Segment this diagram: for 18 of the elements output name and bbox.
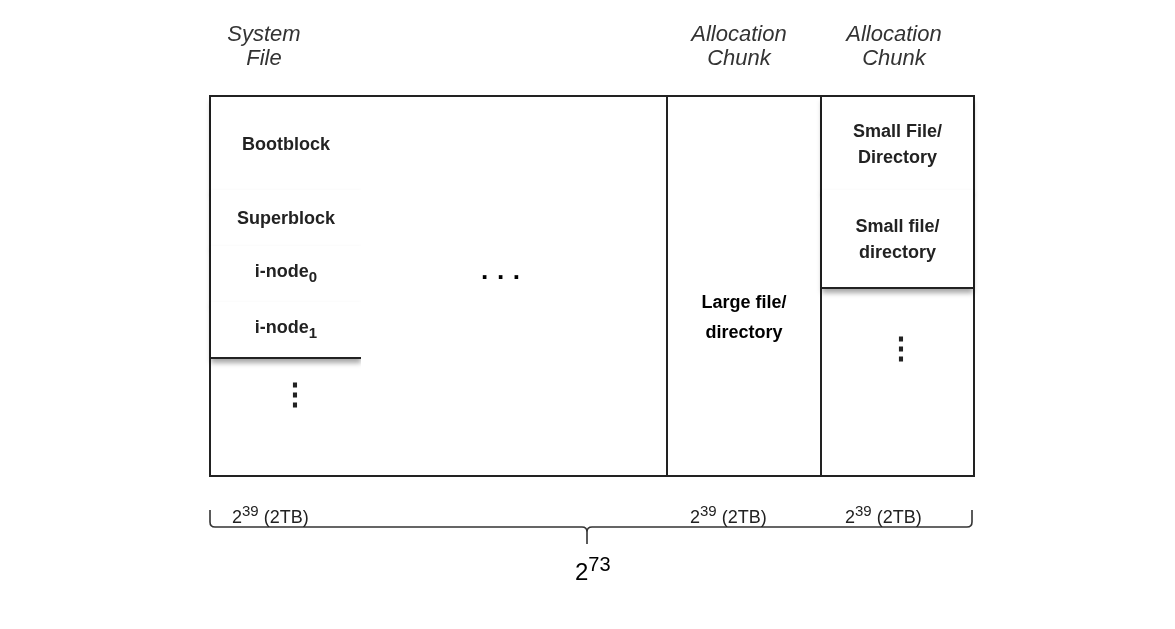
memory-block: Superblock	[211, 190, 361, 248]
memory-block: i-node$_{1}$	[211, 302, 361, 359]
memory-block: Small File/ Directory	[822, 97, 973, 192]
memory-block: Small file/ directory	[822, 190, 973, 289]
size-label: 2$^{73}$	[575, 553, 611, 586]
region	[361, 95, 668, 477]
size-label: 2$^{39}$ (2TB)	[690, 502, 767, 528]
memory-block: Bootblock	[211, 97, 361, 192]
block-label: Large file/ directory	[700, 291, 788, 344]
column-heading: Allocation Chunk	[844, 22, 943, 70]
size-label: 2$^{39}$ (2TB)	[845, 502, 922, 528]
size-label: 2$^{39}$ (2TB)	[232, 502, 309, 528]
memory-block: i-node$_{0}$	[211, 246, 361, 304]
vertical-ellipsis: ⋮	[280, 376, 310, 411]
column-heading: System File	[226, 22, 302, 70]
vertical-ellipsis: ⋮	[886, 330, 916, 365]
ellipsis: · · ·	[481, 262, 522, 293]
column-heading: Allocation Chunk	[689, 22, 788, 70]
